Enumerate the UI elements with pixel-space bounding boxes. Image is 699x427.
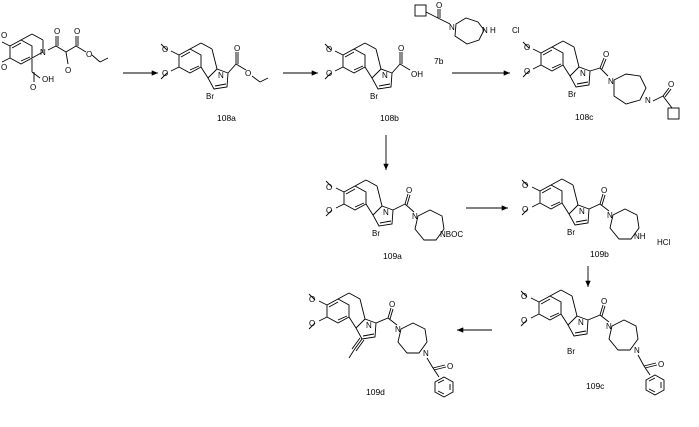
compound-label: 109c [586,381,605,391]
atom-label: N [580,69,586,78]
atom-label: O [524,43,530,52]
atom-label: O [521,316,527,325]
atom-label: O [658,360,664,369]
atom-label: Br [206,92,214,101]
atom-label: O [74,27,80,36]
atom-label: H [490,26,496,35]
starting-material: O O N O OH O O O O [0,27,108,92]
compound-label: 109b [590,249,609,259]
compound-109a: O O N Br O N NBOC 109a [326,180,463,261]
atom-label: O [245,69,251,78]
atom-label: OH [411,70,423,79]
compound-109c: O O N Br O N N O 109c [521,290,664,395]
atom-label: N [449,23,455,32]
atom-label: O [603,50,609,59]
atom-label: Br [567,228,575,237]
atom-label: O [522,181,528,190]
atom-label: O [1,63,7,72]
atom-label: O [447,362,453,371]
atom-label: N [482,26,488,35]
atom-label: N [382,71,388,80]
compound-label: 108c [575,112,594,122]
compound-109d: O O N O N N O 109d [309,293,453,397]
atom-label: O [1,31,7,40]
atom-label: NBOC [440,230,463,239]
compound-108c: O O N Br O N N O 108c [523,41,679,122]
compound-108b: O O N Br O OH 108b [325,43,423,123]
compound-label: 108a [217,113,236,123]
atom-label: NH [634,232,646,241]
atom-label: O [65,66,71,75]
atom-label: O [524,67,530,76]
atom-label: Br [568,90,576,99]
atom-label: N [218,71,224,80]
atom-label: O [30,83,36,92]
atom-label: HCl [657,238,671,247]
atom-label: O [436,1,442,10]
atom-label: Cl [512,26,520,35]
atom-label: O [601,297,607,306]
atom-label: N [366,321,372,330]
compound-label: 7b [434,56,444,66]
compound-label: 109d [366,387,385,397]
atom-label: O [326,45,332,54]
atom-label: N [634,346,640,355]
compound-109b: O O N Br O N NH HCl 109b [522,179,671,259]
atom-label: O [234,44,240,53]
atom-label: O [668,80,674,89]
atom-label: O [86,50,92,59]
atom-label: O [521,292,527,301]
atom-label: O [326,183,332,192]
atom-label: O [398,44,404,53]
atom-label: N [608,77,614,86]
atom-label: O [326,69,332,78]
atom-label: OH [42,75,54,84]
compound-108a: O O N Br O O 108a [161,43,268,123]
atom-label: Br [372,229,380,238]
atom-label: Br [567,347,575,356]
compound-label: 108b [380,113,399,123]
atom-label: N [578,318,584,327]
atom-label: O [389,300,395,309]
atom-label: O [601,186,607,195]
atom-label: N [383,208,389,217]
atom-label: O [54,27,60,36]
atom-label: O [162,45,168,54]
atom-label: O [522,205,528,214]
atom-label: Br [370,92,378,101]
atom-label: O [162,69,168,78]
atom-label: N [423,349,429,358]
atom-label: O [309,295,315,304]
compound-label: 109a [383,251,402,261]
atom-label: O [326,206,332,215]
atom-label: O [309,319,315,328]
atom-label: O [406,186,412,195]
atom-label: N [645,96,651,105]
atom-label: N [40,48,46,57]
atom-label: N [579,207,585,216]
reagent-7b: O N N H Cl 7b [415,1,520,66]
